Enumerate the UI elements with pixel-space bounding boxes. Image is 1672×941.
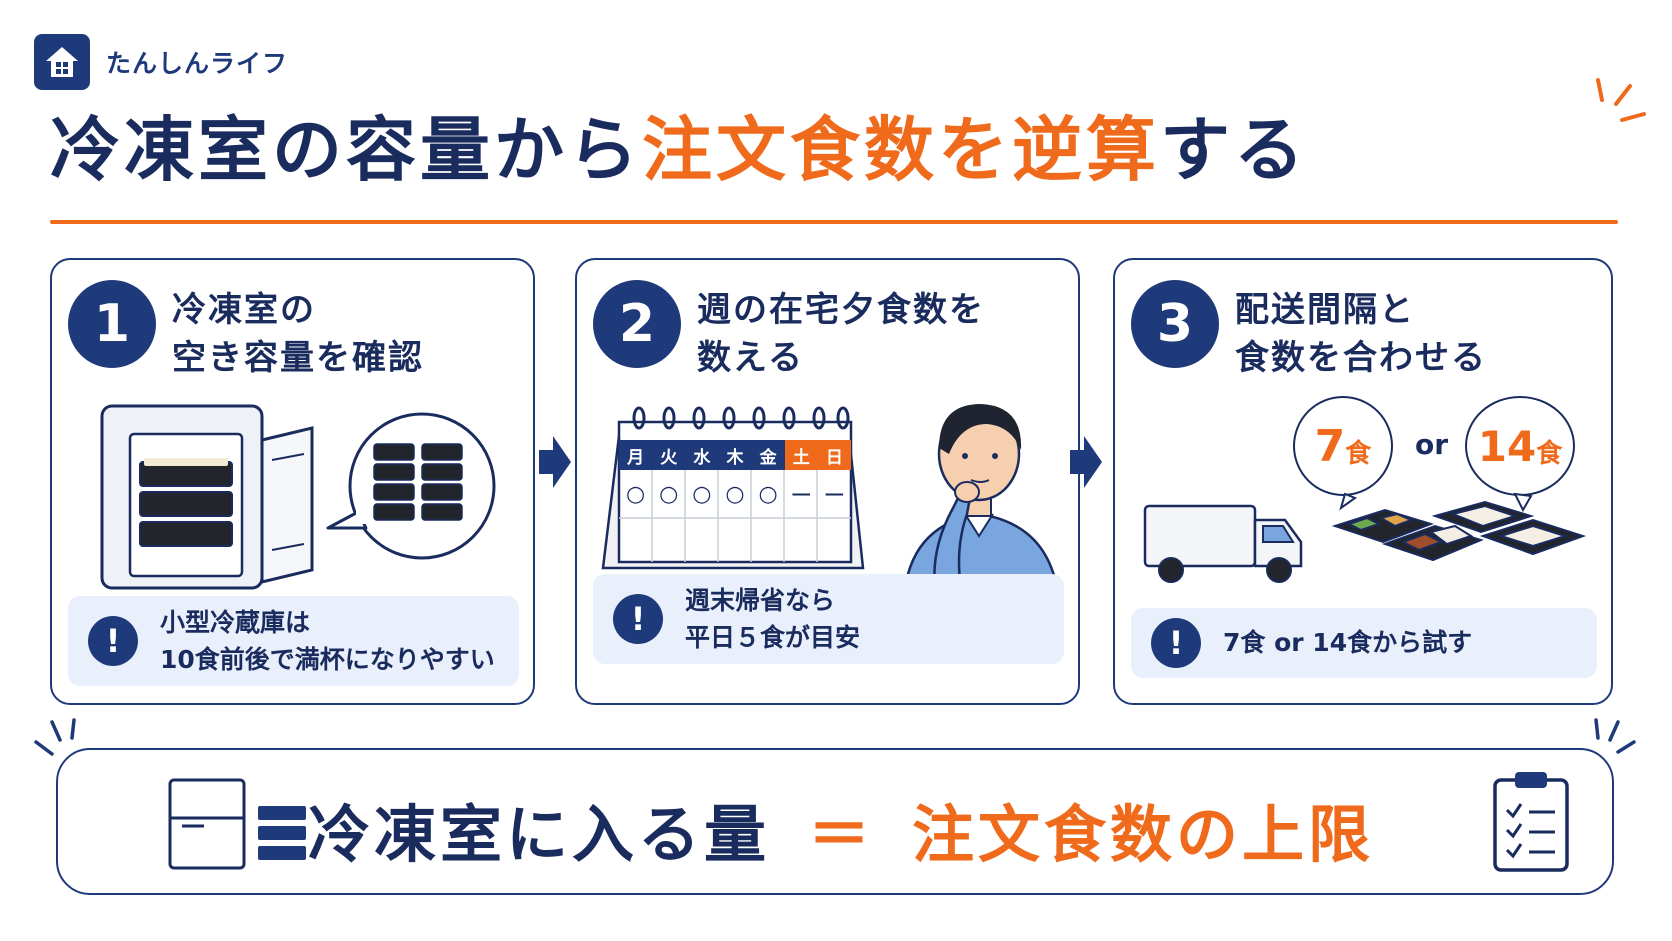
delivery-truck-and-trays-illustration [1143, 492, 1587, 583]
step-title-line: 週の在宅夕食数を [697, 290, 985, 330]
fridge-and-trays-icon [168, 778, 306, 870]
summary-right-text: 注文食数の上限 [912, 798, 1375, 871]
title-part-2: 注文食数を逆算 [642, 109, 1160, 191]
step-title-line: 配送間隔と [1235, 290, 1415, 330]
calendar-mark: ー [823, 484, 846, 509]
summary-left-text: 冷凍室に入る量 [308, 798, 771, 871]
calendar-day-header: 月 火 水 木 金 土 日 [619, 440, 851, 470]
calendar-day-weekend: 土 [784, 440, 818, 470]
meal-count-unit: 食 [1536, 438, 1563, 469]
page-title: 冷凍室の容量から注文食数を逆算する [50, 108, 1308, 192]
flow-arrow-icon [539, 436, 571, 488]
summary-statement: 冷凍室に入る量 ＝ 注文食数の上限 [308, 784, 1374, 874]
summary-banner: 冷凍室に入る量 ＝ 注文食数の上限 [56, 748, 1614, 895]
tip-note: ! 小型冷蔵庫は 10食前後で満杯になりやすい [68, 596, 519, 686]
step-title-line: 食数を合わせる [1235, 338, 1487, 379]
calendar-day: 月 [619, 440, 653, 470]
or-label: or [1415, 428, 1449, 461]
house-icon [34, 34, 90, 90]
desk-calendar: 月 火 水 木 金 土 日 ○ ○ ○ ○ ○ ー ー [601, 400, 871, 580]
mini-fridge-illustration [100, 404, 496, 590]
tip-line: 週末帰省なら [685, 585, 836, 615]
step-number-badge: 1 [68, 280, 156, 368]
title-underline [50, 220, 1618, 224]
brand-name: たんしんライフ [106, 49, 289, 78]
calendar-mark: ○ [659, 481, 679, 507]
equals-sign: ＝ [808, 798, 875, 871]
meal-count-unit: 食 [1345, 438, 1372, 469]
tip-note: ! 週末帰省なら 平日５食が目安 [593, 574, 1064, 664]
calendar-mark: ○ [692, 481, 712, 507]
tip-line: 7食 or 14食から試す [1223, 628, 1473, 658]
calendar-mark: ○ [725, 481, 745, 507]
accent-sparks-icon [34, 718, 76, 756]
tip-text: 7食 or 14食から試す [1223, 624, 1472, 662]
calendar-mark: ○ [625, 481, 646, 507]
step-title-line: 空き容量を確認 [172, 338, 424, 379]
thinking-man-illustration [903, 404, 1059, 588]
exclamation-icon: ! [88, 616, 138, 666]
flow-arrow-icon [1070, 436, 1102, 488]
step-number-badge: 3 [1131, 280, 1219, 368]
calendar-day: 水 [685, 440, 719, 470]
exclamation-icon: ! [1151, 618, 1201, 668]
exclamation-icon: ! [613, 594, 663, 644]
step-title-line: 冷凍室の [172, 290, 316, 330]
accent-sparks-icon [1596, 78, 1646, 122]
tip-text: 週末帰省なら 平日５食が目安 [685, 582, 860, 657]
calendar-day-weekend: 日 [817, 440, 851, 470]
tip-line: 平日５食が目安 [685, 623, 861, 652]
tip-text: 小型冷蔵庫は 10食前後で満杯になりやすい [160, 604, 495, 679]
step-title: 週の在宅夕食数を 数える [697, 286, 985, 383]
tip-line: 10食前後で満杯になりやすい [160, 645, 495, 674]
step-card-1: 1 冷凍室の 空き容量を確認 ! [50, 258, 535, 705]
calendar-day: 金 [751, 440, 785, 470]
tip-line: 小型冷蔵庫は [160, 607, 311, 637]
accent-sparks-icon [1594, 718, 1636, 754]
title-part-1: 冷凍室の容量から [50, 109, 642, 191]
calendar-marks-row: ○ ○ ○ ○ ○ ー ー [619, 476, 851, 512]
calendar-day: 火 [652, 440, 686, 470]
step-number-badge: 2 [593, 280, 681, 368]
calendar-day: 木 [718, 440, 752, 470]
calendar-mark: ー [790, 484, 813, 509]
meal-count-number: 14 [1477, 421, 1537, 471]
step-title-line: 数える [697, 338, 804, 379]
calendar-mark: ○ [758, 481, 778, 507]
title-part-3: する [1160, 109, 1308, 191]
step-title: 冷凍室の 空き容量を確認 [172, 286, 424, 383]
step-card-2: 2 週の在宅夕食数を 数える [575, 258, 1080, 705]
meal-count-number: 7 [1314, 420, 1346, 472]
checklist-clipboard-icon [1493, 772, 1569, 872]
brand: たんしんライフ [34, 34, 288, 90]
step-title: 配送間隔と 食数を合わせる [1235, 286, 1487, 383]
tip-note: ! 7食 or 14食から試す [1131, 608, 1597, 678]
